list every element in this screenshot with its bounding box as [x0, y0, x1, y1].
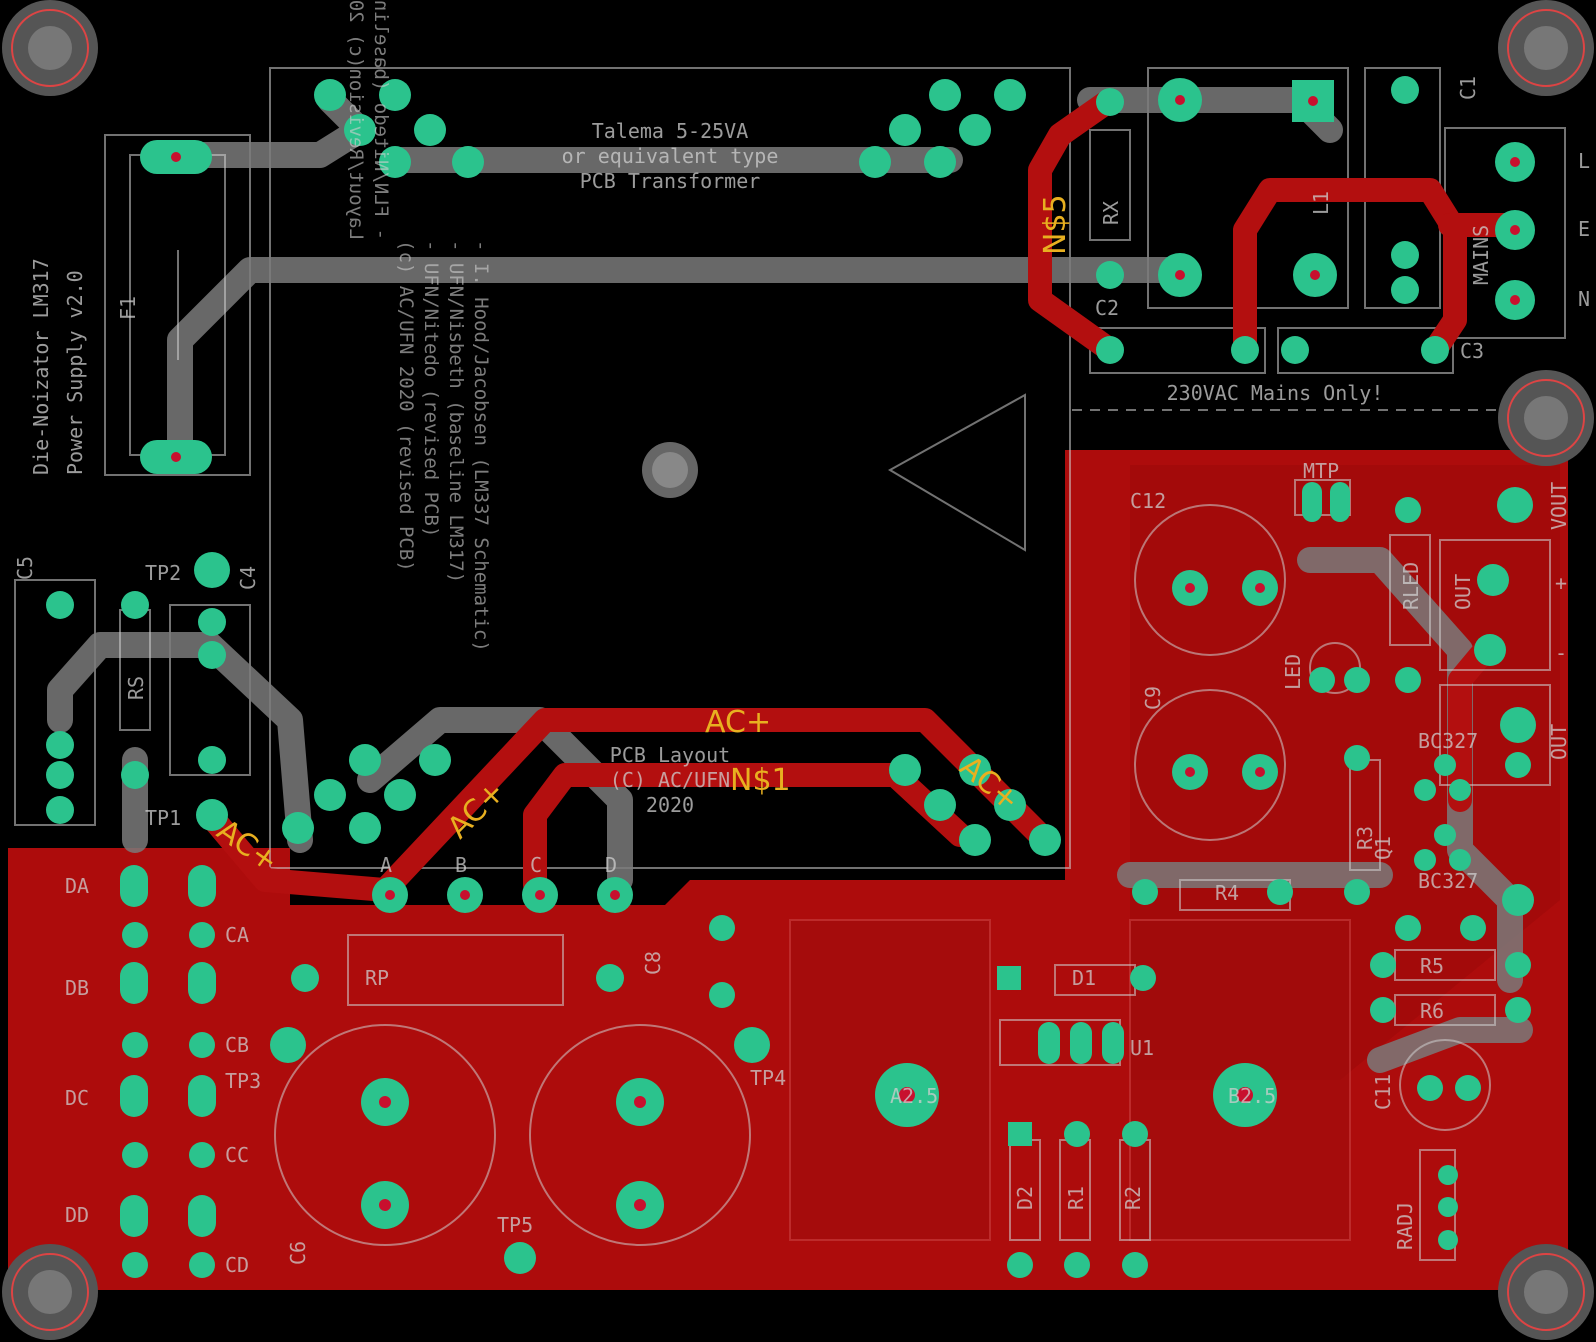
- ref-label: C3: [1460, 339, 1484, 363]
- silkscreen-text: Die-Noizator LM317 Power Supply v2.0 Tal…: [13, 0, 1590, 1277]
- ref-label: CC: [225, 1143, 249, 1167]
- mirrored-note: - UFN/Nisbeth (baseline LM317): [445, 240, 467, 583]
- ref-label: R3: [1353, 826, 1377, 850]
- bc-label: BC327: [1418, 729, 1478, 753]
- ref-label: DB: [65, 976, 89, 1000]
- ref-label: R4: [1215, 881, 1239, 905]
- ref-label: DD: [65, 1203, 89, 1227]
- transformer-line1: Talema 5-25VA: [592, 119, 749, 143]
- ref-label: C1: [1456, 76, 1480, 100]
- output-label: OUT: [1451, 574, 1475, 610]
- layout-credit-line1: PCB Layout: [610, 743, 730, 767]
- ref-label: C5: [13, 556, 37, 580]
- ref-label: RX: [1099, 201, 1123, 225]
- ref-label: RP: [365, 966, 389, 990]
- output-label: -: [1555, 641, 1567, 665]
- mirrored-notes: Layout/Revision(c) 2020 (basic) - FLN/Ni…: [345, 0, 492, 652]
- ref-label: LED: [1281, 654, 1305, 690]
- ref-label: R5: [1420, 954, 1444, 978]
- ref-label: DC: [65, 1086, 89, 1110]
- ref-label: R1: [1064, 1186, 1088, 1210]
- ref-label: R6: [1420, 999, 1444, 1023]
- ref-label: CD: [225, 1253, 249, 1277]
- ref-label: L1: [1309, 191, 1333, 215]
- bc-label: BC327: [1418, 869, 1478, 893]
- output-label: +: [1555, 571, 1567, 595]
- layout-credit-line3: 2020: [646, 793, 694, 817]
- transformer-line2: or equivalent type: [562, 144, 779, 168]
- ref-label: D1: [1072, 966, 1096, 990]
- ref-label: TP1: [145, 806, 181, 830]
- net-label: N$5: [1038, 194, 1073, 255]
- terminal-label: L: [1578, 149, 1590, 173]
- ref-label: CB: [225, 1033, 249, 1057]
- ref-label: RLED: [1399, 562, 1423, 610]
- mains-block-label: MAINS: [1469, 225, 1493, 285]
- transformer-line3: PCB Transformer: [580, 169, 761, 193]
- layout-credit-line2: (C) AC/UFN: [610, 768, 730, 792]
- mirrored-note: - I. Hood/Jacobsen (LM337 Schematic): [470, 240, 492, 652]
- pin-label: B: [455, 853, 467, 877]
- output-label: VOUT: [1547, 482, 1571, 530]
- terminal-label: E: [1578, 217, 1590, 241]
- ref-label: Q1: [1371, 836, 1395, 860]
- ref-label: C2: [1095, 296, 1119, 320]
- ref-label: F1: [116, 296, 140, 320]
- drill-holes: [171, 95, 1520, 1211]
- mirrored-note: - FLN/Nitedo (baseline LM317): [370, 0, 392, 240]
- ref-label: DA: [65, 874, 89, 898]
- ref-label: C12: [1130, 489, 1166, 513]
- ref-label: C6: [286, 1241, 310, 1265]
- output-label: OUT: [1547, 724, 1571, 760]
- ref-label: U1: [1130, 1036, 1154, 1060]
- ref-label: C4: [236, 566, 260, 590]
- ref-label: C8: [641, 951, 665, 975]
- mirrored-note: - UFN/Nitedo (revised PCB): [420, 240, 442, 537]
- ref-label: B2.5: [1228, 1084, 1276, 1108]
- top-traces: [198, 88, 1522, 902]
- net-label: N$1: [730, 763, 791, 798]
- ref-label: RADJ: [1393, 1202, 1417, 1250]
- board-title-line2: Power Supply v2.0: [63, 270, 87, 475]
- net-label: AC+: [705, 705, 771, 740]
- ref-label: TP2: [145, 561, 181, 585]
- terminal-label: N: [1578, 287, 1590, 311]
- pin-label: D: [605, 853, 617, 877]
- mirrored-note: Layout/Revision(c) 2020 (basic): [345, 0, 367, 240]
- ref-label: D2: [1013, 1186, 1037, 1210]
- board-title-line1: Die-Noizator LM317: [29, 258, 53, 475]
- ref-label: MTP: [1303, 459, 1339, 483]
- ref-label: R2: [1121, 1186, 1145, 1210]
- mains-warning: 230VAC Mains Only!: [1167, 381, 1384, 405]
- ref-label: TP3: [225, 1069, 261, 1093]
- ref-label: TP4: [750, 1066, 786, 1090]
- ref-label: C9: [1141, 686, 1165, 710]
- ref-label: A2.5: [890, 1084, 938, 1108]
- mirrored-note: (c) AC/UFN 2020 (revised PCB): [395, 240, 417, 572]
- ref-label: C11: [1371, 1074, 1395, 1110]
- ref-label: TP5: [497, 1213, 533, 1237]
- pin-label: C: [530, 853, 542, 877]
- pin-label: A: [380, 853, 392, 877]
- ref-label: CA: [225, 923, 249, 947]
- ref-label: RS: [124, 676, 148, 700]
